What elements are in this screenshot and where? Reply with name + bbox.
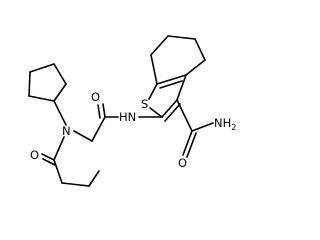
bond: [53, 63, 67, 85]
bond: [102, 103, 106, 118]
bond: [97, 104, 101, 119]
bond: [53, 159, 63, 184]
bond: [73, 130, 93, 142]
bond: [164, 103, 181, 122]
bond: [159, 80, 183, 89]
bond: [29, 63, 55, 73]
bond: [149, 107, 163, 118]
atom-sulfur: S: [141, 97, 148, 111]
bond: [167, 35, 196, 40]
bond: [53, 136, 65, 161]
bond: [41, 153, 55, 161]
bond: [42, 158, 56, 166]
bond: [150, 54, 158, 85]
bond: [148, 83, 158, 100]
atom-amide-nh: HN: [119, 110, 136, 124]
bond: [176, 74, 187, 101]
bond: [53, 83, 67, 102]
bond: [185, 59, 206, 76]
atom-butanoyl-oxygen: O: [30, 148, 39, 162]
bond: [53, 100, 67, 126]
bond: [91, 116, 106, 142]
atom-amine-nitrogen: N: [62, 124, 71, 138]
bond: [194, 38, 206, 61]
atom-labels: S HN O N O NH2 O: [30, 90, 236, 170]
bond: [28, 71, 31, 97]
bond: [88, 170, 100, 187]
bond: [156, 74, 187, 85]
bond: [182, 130, 193, 156]
molecule-structure: S HN O N O NH2 O: [28, 35, 236, 187]
atom-carboxamide-nh2: NH2: [214, 116, 236, 132]
bond-layer: [28, 35, 214, 187]
bond: [186, 132, 197, 158]
bond: [161, 99, 178, 118]
bond: [28, 95, 55, 102]
atom-carbonyl-oxygen: O: [91, 90, 100, 104]
bond: [176, 99, 193, 132]
bond: [150, 35, 169, 56]
atom-carboxamide-oxygen: O: [178, 156, 187, 170]
bond: [61, 182, 90, 187]
bond: [191, 122, 214, 132]
